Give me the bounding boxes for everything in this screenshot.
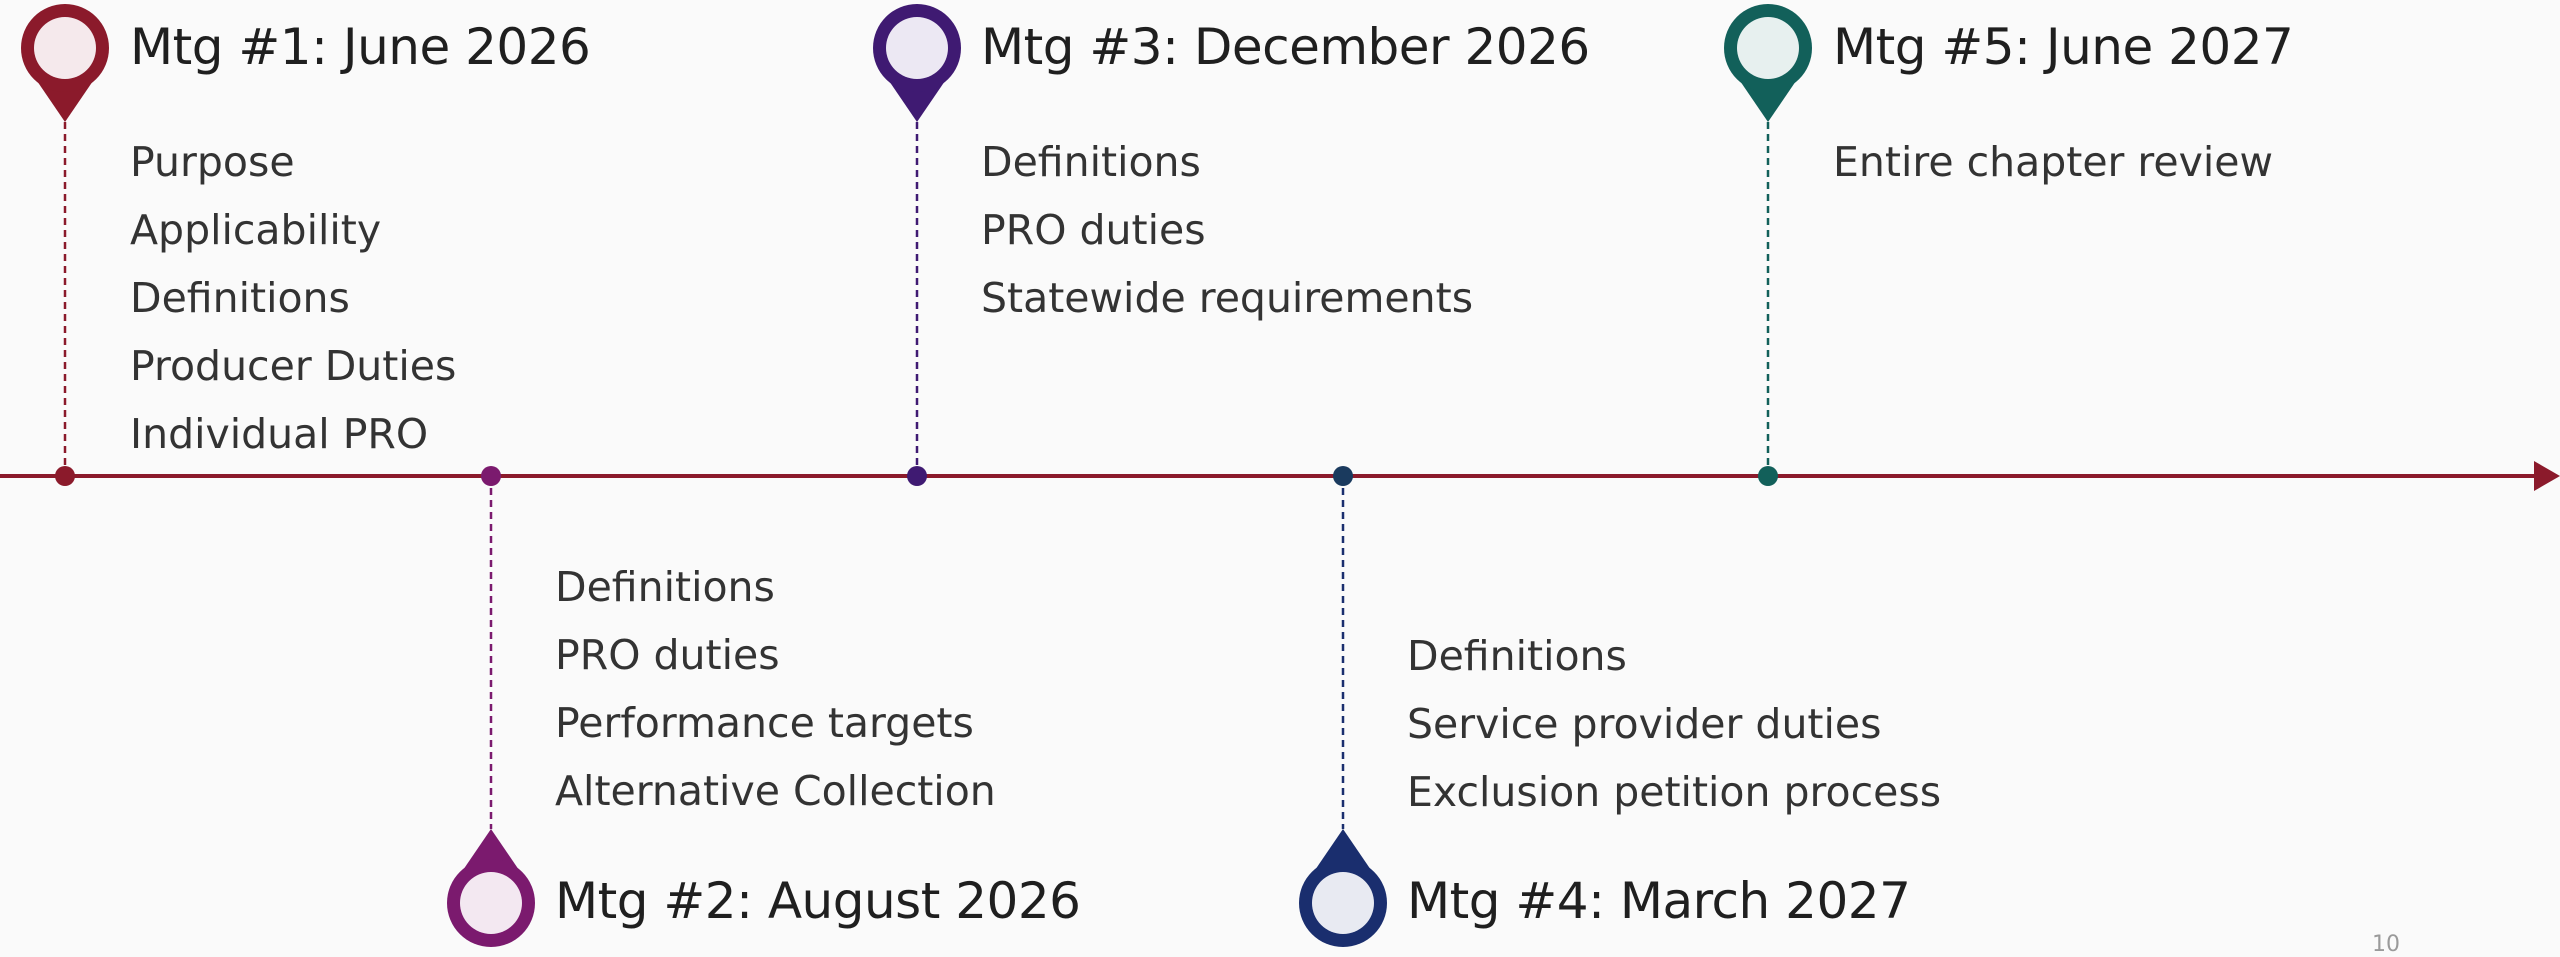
topic-item: Individual PRO <box>130 410 429 458</box>
topic-item: PRO duties <box>555 631 780 679</box>
timeline-dot <box>1333 466 1353 486</box>
meeting-topics: Definitions PRO duties Statewide require… <box>981 128 1473 332</box>
location-pin-icon <box>447 829 535 947</box>
topic-item: Applicability <box>130 206 382 254</box>
topic-item: Exclusion petition process <box>1407 768 1942 816</box>
topic-item: Definitions <box>1407 632 1627 680</box>
topic-item: Definitions <box>130 274 350 322</box>
timeline-dot <box>55 466 75 486</box>
topic-item: Entire chapter review <box>1833 138 2274 186</box>
pin-inner-circle <box>34 17 96 79</box>
topic-item: Service provider duties <box>1407 700 1882 748</box>
meeting-title: Mtg #5: June 2027 <box>1833 18 2294 76</box>
meeting-title: Mtg #3: December 2026 <box>981 18 1590 76</box>
meeting-title: Mtg #1: June 2026 <box>130 18 591 76</box>
pin-inner-circle <box>1312 872 1374 934</box>
location-pin-icon <box>21 4 109 122</box>
meeting-topics: Purpose Applicability Definitions Produc… <box>130 128 456 468</box>
topic-item: Definitions <box>555 563 775 611</box>
meeting-title: Mtg #2: August 2026 <box>555 872 1081 930</box>
meeting-topics: Definitions PRO duties Performance targe… <box>555 553 996 825</box>
location-pin-icon <box>1299 829 1387 947</box>
timeline-dot <box>481 466 501 486</box>
location-pin-icon <box>873 4 961 122</box>
pin-inner-circle <box>460 872 522 934</box>
pin-inner-circle <box>886 17 948 79</box>
meeting-topics: Entire chapter review <box>1833 128 2273 196</box>
pin-inner-circle <box>1737 17 1799 79</box>
page-number: 10 <box>2372 932 2400 957</box>
topic-item: Statewide requirements <box>981 274 1474 322</box>
timeline-dot <box>907 466 927 486</box>
topic-item: Definitions <box>981 138 1201 186</box>
location-pin-icon <box>1724 4 1812 122</box>
topic-item: Producer Duties <box>130 342 457 390</box>
timeline-arrowhead <box>2534 461 2560 491</box>
topic-item: Purpose <box>130 138 295 186</box>
topic-item: Alternative Collection <box>555 767 996 815</box>
meeting-title: Mtg #4: March 2027 <box>1407 872 1911 930</box>
timeline-dot <box>1758 466 1778 486</box>
topic-item: PRO duties <box>981 206 1206 254</box>
meeting-topics: Definitions Service provider duties Excl… <box>1407 622 1941 826</box>
topic-item: Performance targets <box>555 699 974 747</box>
